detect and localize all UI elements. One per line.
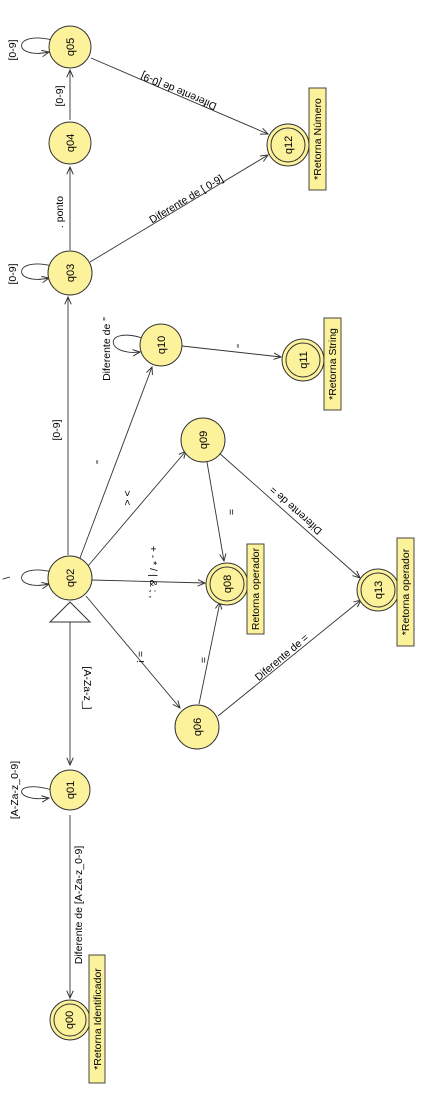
transition-label: Diferente de [ 0-9] (147, 173, 225, 227)
state-label: q12 (283, 136, 295, 154)
state-q13[interactable]: q13 (356, 568, 400, 612)
state-label: q10 (156, 336, 168, 354)
transition-q02-q06: = ! (85, 595, 180, 708)
state-q10[interactable]: q10 (139, 323, 183, 367)
transition-q02-q02: \ (1, 569, 53, 585)
state-q04[interactable]: q04 (48, 121, 92, 165)
transition-label: > < (121, 490, 133, 505)
transition-label: Diferente de = (267, 484, 324, 537)
transition-q05-q05: [0-9] (7, 37, 53, 61)
state-label: q03 (65, 264, 77, 282)
transition-label: [0-9] (54, 85, 66, 106)
transition-label: " (94, 460, 106, 464)
transition-q03-q04: . ponto (54, 167, 70, 250)
note-text: *Retorna String (327, 328, 339, 400)
transition-label: = (197, 657, 209, 663)
transition-label: [0-9] (51, 419, 63, 440)
state-q03[interactable]: q03 (47, 250, 93, 296)
state-q11[interactable]: q11 (281, 338, 325, 382)
note-text: *Retorna Identificador (92, 968, 104, 1070)
transition-q02-q09: > < (87, 451, 186, 567)
state-q12[interactable]: q12 (266, 123, 310, 167)
state-label: q06 (192, 718, 204, 736)
transition-q05-q12: Diferente de [0-9] (90, 57, 268, 134)
state-label: q01 (65, 781, 77, 799)
transition-label: Diferente de " (101, 317, 113, 381)
transition-label: + - * / | & ; , (147, 546, 159, 599)
state-q09[interactable]: q09 (180, 417, 226, 463)
state-q01[interactable]: q01 (49, 769, 91, 811)
note-q11: *Retorna String (323, 317, 342, 411)
transition-q03-q03: [0-9] (7, 263, 53, 285)
state-label: q09 (198, 431, 210, 449)
transition-q01-q01: [A-Za-z_0-9] (9, 761, 53, 819)
transition-label: Diferente de [0-9] (139, 69, 218, 112)
note-q12: *Retorna Número (308, 87, 327, 191)
state-label: q11 (298, 351, 310, 369)
state-q06[interactable]: q06 (174, 704, 220, 750)
transition-label: " (229, 344, 241, 348)
transition-q04-q05: [0-9] (54, 70, 70, 120)
transition-label: [A-Za-z_] (81, 666, 93, 709)
transition-label: Diferente de = (253, 632, 311, 684)
state-label: q08 (222, 575, 234, 593)
transition-q02-q01: [A-Za-z_] (70, 602, 93, 765)
transition-q09-q08: = (206, 461, 237, 561)
transition-q10-q10: Diferente de " (101, 317, 143, 381)
transition-label: = ! (134, 651, 146, 663)
transition-q02-q03: [0-9] (51, 297, 68, 555)
transition-label: [0-9] (7, 39, 19, 60)
initial-state-marker (48, 601, 92, 623)
state-label: q02 (65, 569, 77, 587)
note-text: *Retorna Número (312, 98, 324, 180)
transition-q09-q13: Diferente de = (217, 451, 360, 578)
note-q08: Retorna operador (246, 543, 265, 635)
state-q00[interactable]: q00 (49, 999, 91, 1041)
transition-q02-q10: " (79, 367, 152, 559)
state-q02[interactable]: q02 (47, 555, 93, 601)
transition-q03-q12: Diferente de [ 0-9] (89, 155, 268, 263)
transition-label: = (225, 509, 237, 515)
note-q00: *Retorna Identificador (88, 954, 106, 1084)
note-text: Retorna operador (250, 547, 262, 630)
transition-label: . ponto (54, 196, 66, 228)
transition-label: [0-9] (7, 263, 19, 284)
transition-q06-q13: Diferente de = (217, 600, 361, 717)
transition-q10-q11: " (181, 344, 281, 357)
state-label: q13 (373, 581, 385, 599)
state-label: q04 (65, 134, 77, 152)
state-label: q00 (64, 1011, 76, 1029)
state-label: q05 (65, 38, 77, 56)
transition-label: Diferente de [A-Za-z_0-9] (73, 846, 85, 965)
note-q13: *Retorna operador (396, 537, 415, 647)
transition-label: [A-Za-z_0-9] (9, 761, 21, 819)
transition-q06-q08: = (197, 602, 220, 705)
transition-q02-q08: + - * / | & ; , (91, 546, 205, 599)
state-q05[interactable]: q05 (48, 25, 92, 69)
state-q08[interactable]: q08 (205, 562, 249, 606)
transition-label: \ (1, 576, 13, 579)
note-text: *Retorna operador (400, 548, 412, 635)
transition-q01-q00: Diferente de [A-Za-z_0-9] (70, 815, 85, 998)
